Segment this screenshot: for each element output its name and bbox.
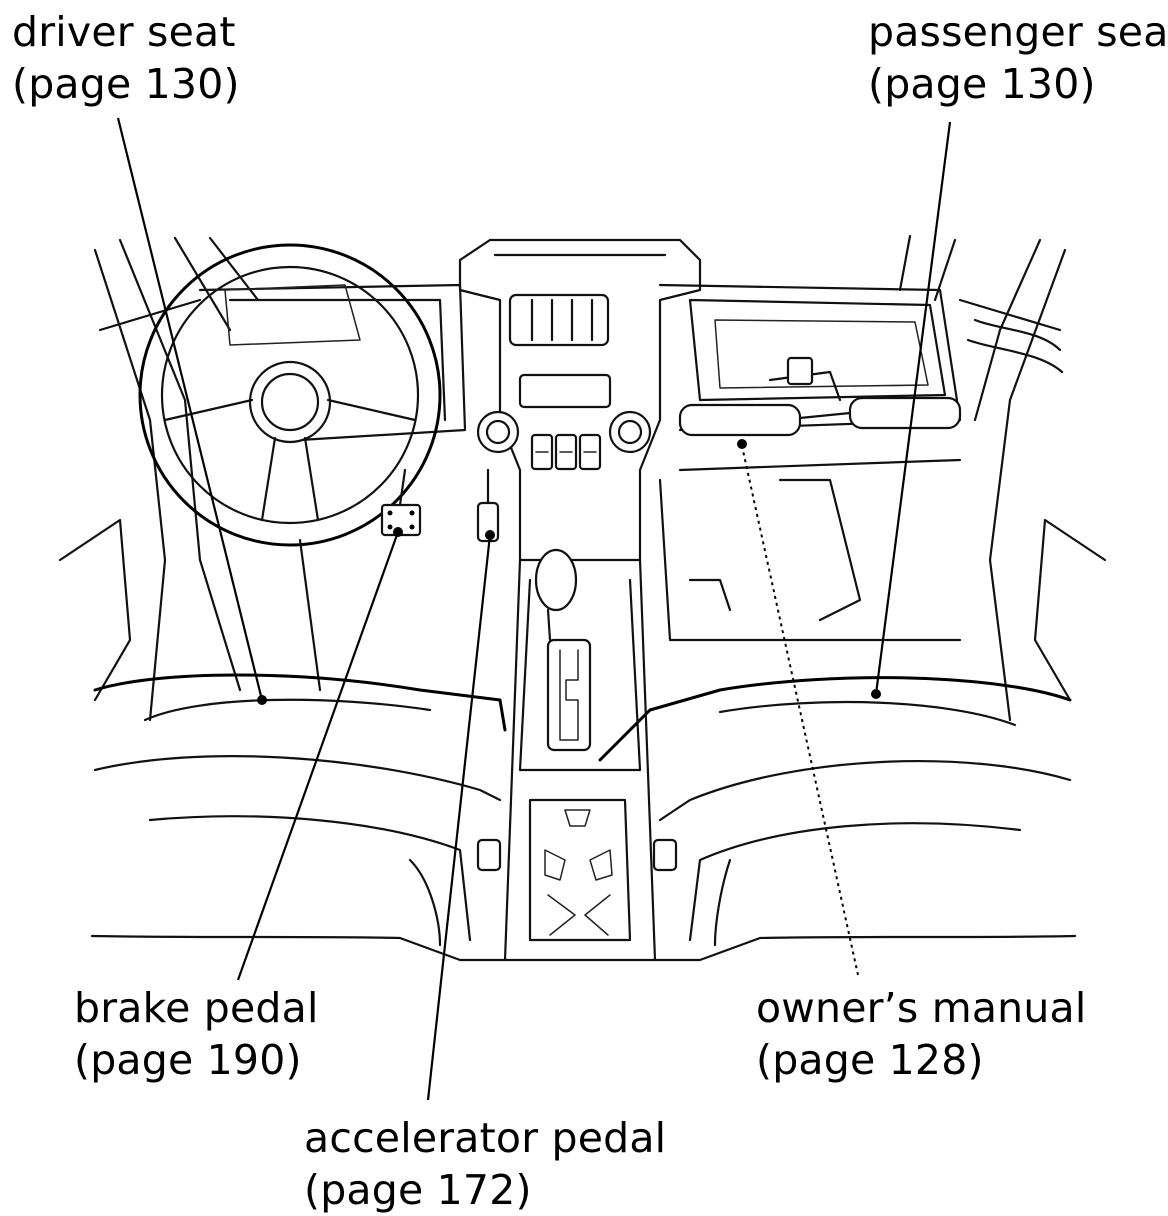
accelerator-pedal-name: accelerator pedal [304, 1114, 667, 1162]
accelerator-pedal-label: accelerator pedal (page 172) [304, 1112, 666, 1216]
roll-cage [58, 234, 1107, 722]
passenger-seat-page: (page 130) [868, 60, 1096, 108]
leader-lines [116, 117, 952, 1101]
marker-accelerator-pedal [485, 530, 495, 540]
owners-manual-name: owner’s manual [756, 984, 1087, 1032]
shifter [503, 548, 657, 962]
driver-seat-page: (page 130) [12, 60, 240, 108]
driver-seat-label: driver seat (page 130) [12, 6, 240, 110]
passenger-seat-label: passenger seat (page 130) [868, 6, 1168, 110]
driver-seat-shape [93, 673, 507, 947]
passenger-seat-shape [598, 676, 1072, 947]
pedals [380, 468, 500, 543]
owners-manual-holder [678, 356, 962, 437]
steering-wheel [138, 243, 442, 547]
floor [198, 458, 962, 692]
marker-passenger-seat [871, 689, 881, 699]
dashboard [98, 283, 1062, 442]
center-stack [458, 238, 702, 562]
brake-pedal-label: brake pedal (page 190) [74, 982, 319, 1086]
leader-passenger-seat [874, 121, 952, 695]
leader-brake-pedal [236, 531, 400, 981]
brake-pedal-name: brake pedal [74, 984, 319, 1032]
leader-accelerator-pedal [426, 534, 492, 1101]
driver-seat-name: driver seat [12, 8, 236, 56]
marker-driver-seat [257, 695, 267, 705]
accelerator-pedal-page: (page 172) [304, 1166, 532, 1214]
passenger-seat-name: passenger seat [868, 8, 1168, 56]
brake-pedal-page: (page 190) [74, 1036, 302, 1084]
body-bottom-line [90, 934, 1077, 962]
owners-manual-page: (page 128) [756, 1036, 984, 1084]
marker-owners-manual [737, 439, 747, 449]
marker-brake-pedal [393, 527, 403, 537]
owners-manual-label: owner’s manual (page 128) [756, 982, 1086, 1086]
leader-driver-seat [116, 117, 264, 701]
